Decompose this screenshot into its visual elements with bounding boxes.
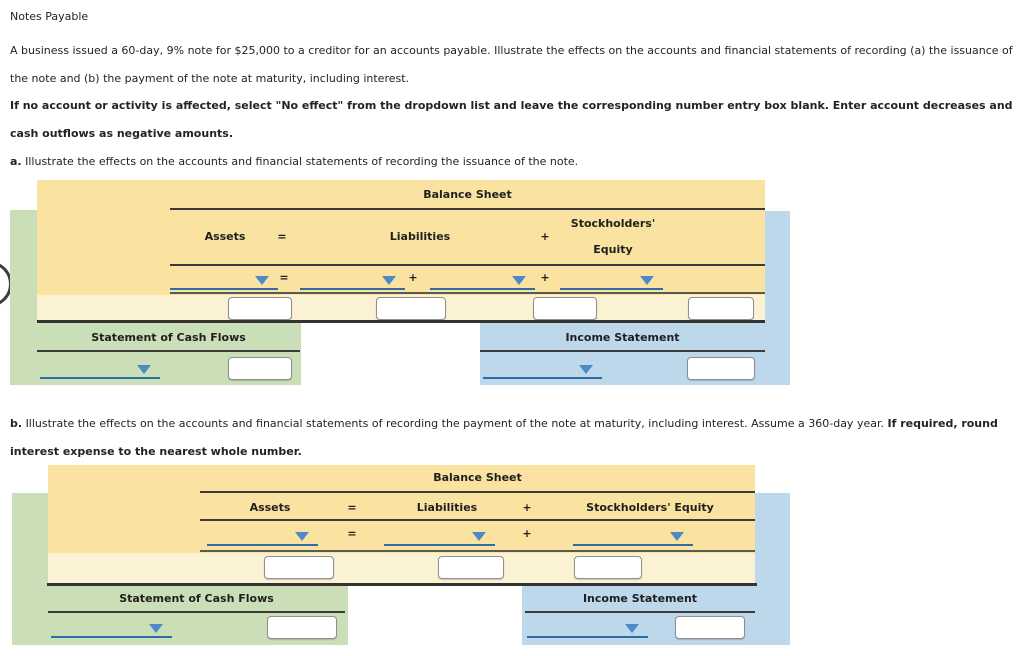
b-equity-label: Stockholders' Equity: [586, 501, 714, 514]
a-liabilities-account-dropdown-1[interactable]: [300, 272, 405, 290]
b-assets-amount-input[interactable]: [264, 556, 334, 579]
b-liabilities-amount-input[interactable]: [438, 556, 504, 579]
dropdown-arrow-icon: [512, 276, 526, 285]
a-plus-sign-row2b: +: [540, 271, 550, 284]
b-entry-row: [48, 553, 755, 583]
b-income-statement-amount-input[interactable]: [675, 616, 745, 639]
a-liabilities-account-dropdown-2[interactable]: [430, 272, 535, 290]
b-balance-sheet-panel: [48, 465, 755, 553]
b-balance-sheet-title: Balance Sheet: [433, 471, 522, 484]
a-equals-sign-row2: =: [279, 271, 289, 284]
b-equals-sign: =: [347, 501, 357, 514]
section-a-text: Illustrate the effects on the accounts a…: [25, 155, 579, 168]
b-bs-header-rule: [200, 519, 755, 521]
a-assets-amount-input[interactable]: [228, 297, 292, 320]
a-equals-sign: =: [277, 230, 287, 243]
b-equity-account-dropdown[interactable]: [573, 528, 693, 546]
dropdown-arrow-icon: [382, 276, 396, 285]
a-income-statement-amount-input[interactable]: [687, 357, 755, 380]
a-income-statement-dropdown[interactable]: [483, 361, 602, 379]
page-title: Notes Payable: [10, 10, 89, 23]
a-balance-sheet-title: Balance Sheet: [423, 188, 512, 201]
b-bs-title-rule: [200, 491, 755, 493]
section-a-label: a.: [10, 155, 22, 168]
a-cash-flows-title: Statement of Cash Flows: [91, 331, 246, 344]
a-liabilities-amount-input-2[interactable]: [533, 297, 597, 320]
dropdown-arrow-icon: [640, 276, 654, 285]
b-plus-sign: +: [522, 501, 532, 514]
section-b-label: b.: [10, 417, 23, 430]
b-cash-flows-dropdown[interactable]: [51, 620, 172, 638]
b-liabilities-account-dropdown[interactable]: [384, 528, 495, 546]
dropdown-arrow-icon: [579, 365, 593, 374]
section-b-text-bold: If required, round interest expense to t…: [10, 417, 998, 458]
a-assets-label: Assets: [204, 230, 246, 243]
b-cash-flows-title: Statement of Cash Flows: [119, 592, 274, 605]
a-cash-flows-amount-input[interactable]: [228, 357, 292, 380]
a-income-statement-rule: [480, 350, 765, 352]
a-balance-sheet-panel: [37, 180, 765, 295]
a-equity-label-line1: Stockholders': [570, 217, 656, 230]
a-income-statement-title: Income Statement: [565, 331, 680, 344]
b-cash-flows-amount-input[interactable]: [267, 616, 337, 639]
a-cash-flows-rule: [37, 350, 300, 352]
a-equity-account-dropdown[interactable]: [560, 272, 663, 290]
instruction-paragraph: If no account or activity is affected, s…: [10, 99, 1013, 140]
section-a-heading: a. Illustrate the effects on the account…: [10, 148, 1016, 176]
a-liabilities-label: Liabilities: [389, 230, 451, 243]
a-liabilities-amount-input-1[interactable]: [376, 297, 446, 320]
b-income-statement-rule: [525, 611, 755, 613]
dropdown-arrow-icon: [137, 365, 151, 374]
b-dropdown-row-rule: [200, 550, 755, 552]
dropdown-arrow-icon: [255, 276, 269, 285]
section-b-text: Illustrate the effects on the accounts a…: [25, 417, 884, 430]
intro-paragraph: A business issued a 60-day, 9% note for …: [10, 44, 1013, 85]
a-dropdown-row-rule: [170, 292, 765, 294]
b-plus-sign-row2: +: [522, 527, 532, 540]
b-entry-row-rule: [47, 583, 757, 586]
b-liabilities-label: Liabilities: [416, 501, 478, 514]
dropdown-arrow-icon: [472, 532, 486, 541]
a-cash-flows-dropdown[interactable]: [40, 361, 160, 379]
dropdown-arrow-icon: [149, 624, 163, 633]
a-plus-sign-row2a: +: [408, 271, 418, 284]
a-equity-amount-input[interactable]: [688, 297, 754, 320]
b-income-statement-title: Income Statement: [582, 592, 698, 605]
a-bs-header-rule: [170, 264, 765, 266]
a-bs-title-rule: [170, 208, 765, 210]
dropdown-arrow-icon: [670, 532, 684, 541]
b-assets-account-dropdown[interactable]: [207, 528, 318, 546]
dropdown-arrow-icon: [295, 532, 309, 541]
a-equity-label-line2: Equity: [593, 243, 633, 256]
b-income-statement-dropdown[interactable]: [527, 620, 648, 638]
a-entry-row-rule: [37, 320, 765, 323]
b-assets-label: Assets: [249, 501, 291, 514]
dropdown-arrow-icon: [625, 624, 639, 633]
a-assets-account-dropdown[interactable]: [170, 272, 278, 290]
a-plus-sign: +: [540, 230, 550, 243]
b-cash-flows-rule: [48, 611, 345, 613]
b-equity-amount-input[interactable]: [574, 556, 642, 579]
section-b-heading: b. Illustrate the effects on the account…: [10, 410, 1018, 466]
b-equals-sign-row2: =: [347, 527, 357, 540]
